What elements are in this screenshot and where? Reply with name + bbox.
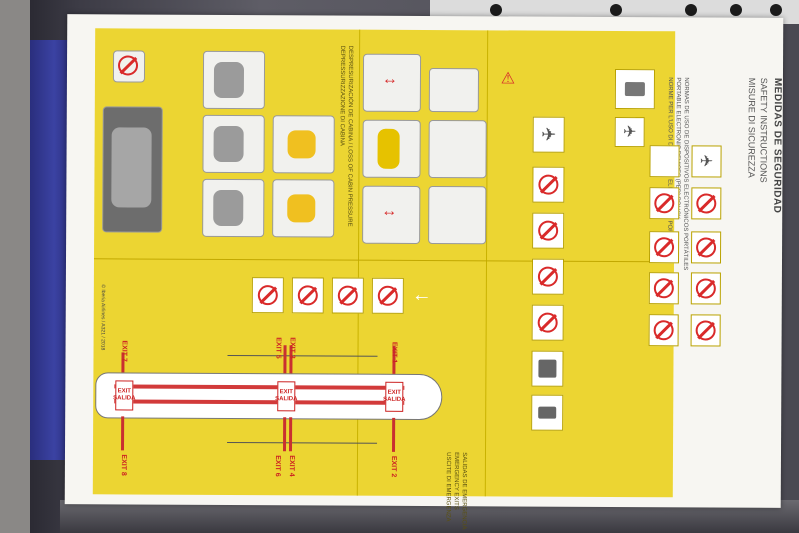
exit-label-1: EXIT 1 — [390, 341, 398, 364]
binder-hole — [610, 4, 622, 16]
binder-hole — [770, 4, 782, 16]
no-phone-icon — [648, 314, 679, 347]
exit-label-6: EXIT 6 — [273, 455, 281, 477]
laptop-icon — [614, 68, 656, 110]
ped-heading: NORMAS DE USO DE DISPOSITIVOS ELECTRÓNIC… — [681, 77, 689, 271]
warning-icon: ⚠ — [500, 70, 516, 88]
oxygen-mask-child-illustration — [272, 179, 335, 238]
exit-door-sign: EXIT SALIDA — [383, 381, 405, 412]
laptop-icon — [531, 394, 564, 431]
exit-arrow — [289, 417, 293, 452]
no-wifi-icon — [691, 187, 722, 220]
binder-hole — [490, 4, 502, 16]
card-subtitle-it: MISURE DI SICUREZZA — [746, 77, 757, 178]
exits-heading-it: USCITE DI EMERGENZA — [444, 452, 451, 522]
seatbelt-illustration — [362, 119, 421, 178]
exits-heading-en: EMERGENCY EXITS — [452, 452, 459, 510]
no-charger-icon — [690, 272, 721, 305]
no-lighter-icon — [371, 277, 404, 314]
exit-label-4: EXIT 4 — [287, 455, 295, 477]
oxygen-mask-illustration — [202, 50, 266, 110]
binder-hole — [685, 4, 697, 16]
card-subtitle-en: SAFETY INSTRUCTIONS — [758, 77, 769, 183]
decompression-heading: DESPRESURIZACIÓN DE CABINA / LOSS OF CAB… — [346, 45, 354, 227]
no-bag-icon — [331, 277, 364, 314]
no-wifi-icon — [532, 166, 565, 203]
airplane-icon: ✈ — [691, 145, 722, 178]
seat-upright-illustration — [428, 120, 487, 179]
no-shoes-icon — [291, 277, 324, 314]
brace-position-illustration: ↔ — [362, 53, 422, 112]
no-smoking-icon — [112, 50, 146, 83]
exit-label-7: EXIT 7 — [120, 340, 128, 362]
oxygen-mask-illustration — [202, 178, 265, 238]
brace-illustration — [428, 68, 480, 113]
exit-arrow — [392, 417, 396, 452]
tray-table-illustration — [428, 186, 487, 245]
no-device-icon — [690, 231, 722, 264]
airplane-icon: ✈ — [532, 116, 565, 153]
exit-arrow — [121, 416, 125, 451]
oxygen-mask-illustration — [202, 114, 265, 174]
slide-illustration — [102, 106, 163, 233]
no-tablet-icon — [531, 304, 564, 341]
safety-card: MEDIDAS DE SEGURIDAD SAFETY INSTRUCTIONS… — [64, 14, 784, 530]
binder-hole — [730, 4, 742, 16]
exit-label-3: EXIT 3 — [288, 337, 296, 359]
exit-door-sign: EXIT SALIDA — [113, 380, 135, 411]
card-footer: © Iberia Airlines / A321 / 2018 — [99, 284, 106, 351]
phone-allowed-icon — [649, 145, 680, 178]
no-wifi-icon — [649, 187, 680, 220]
exit-label-8: EXIT 8 — [119, 454, 127, 476]
exit-label-2: EXIT 2 — [389, 455, 397, 478]
exit-arrow — [283, 345, 287, 374]
arrow-left-icon: ← — [411, 283, 432, 307]
no-device-icon — [648, 231, 680, 264]
exit-door-sign: EXIT SALIDA — [275, 381, 297, 412]
airplane-icon: ✈ — [614, 116, 645, 148]
card-title: MEDIDAS DE SEGURIDAD — [771, 77, 783, 214]
no-smoking-icon — [251, 277, 284, 314]
exits-heading: SALIDAS DE EMERGENCIA — [460, 452, 467, 530]
oxygen-mask-drop-illustration — [273, 55, 313, 95]
oxygen-mask-child-illustration — [272, 115, 335, 174]
wing-outline — [227, 354, 378, 444]
exit-label-5: EXIT 5 — [274, 337, 282, 359]
decompression-heading-it: DEPRESSURIZZAZIONE DI CABINA — [338, 45, 346, 146]
sleeve-blue-edge — [30, 40, 70, 460]
seatbelt-fasten-illustration: ↔ — [362, 185, 421, 244]
exit-arrow — [283, 417, 287, 452]
no-phone-icon — [531, 258, 565, 295]
no-device-icon — [532, 212, 565, 249]
no-headset-icon — [648, 272, 679, 305]
charger-icon — [531, 350, 564, 387]
no-console-icon — [690, 314, 721, 347]
